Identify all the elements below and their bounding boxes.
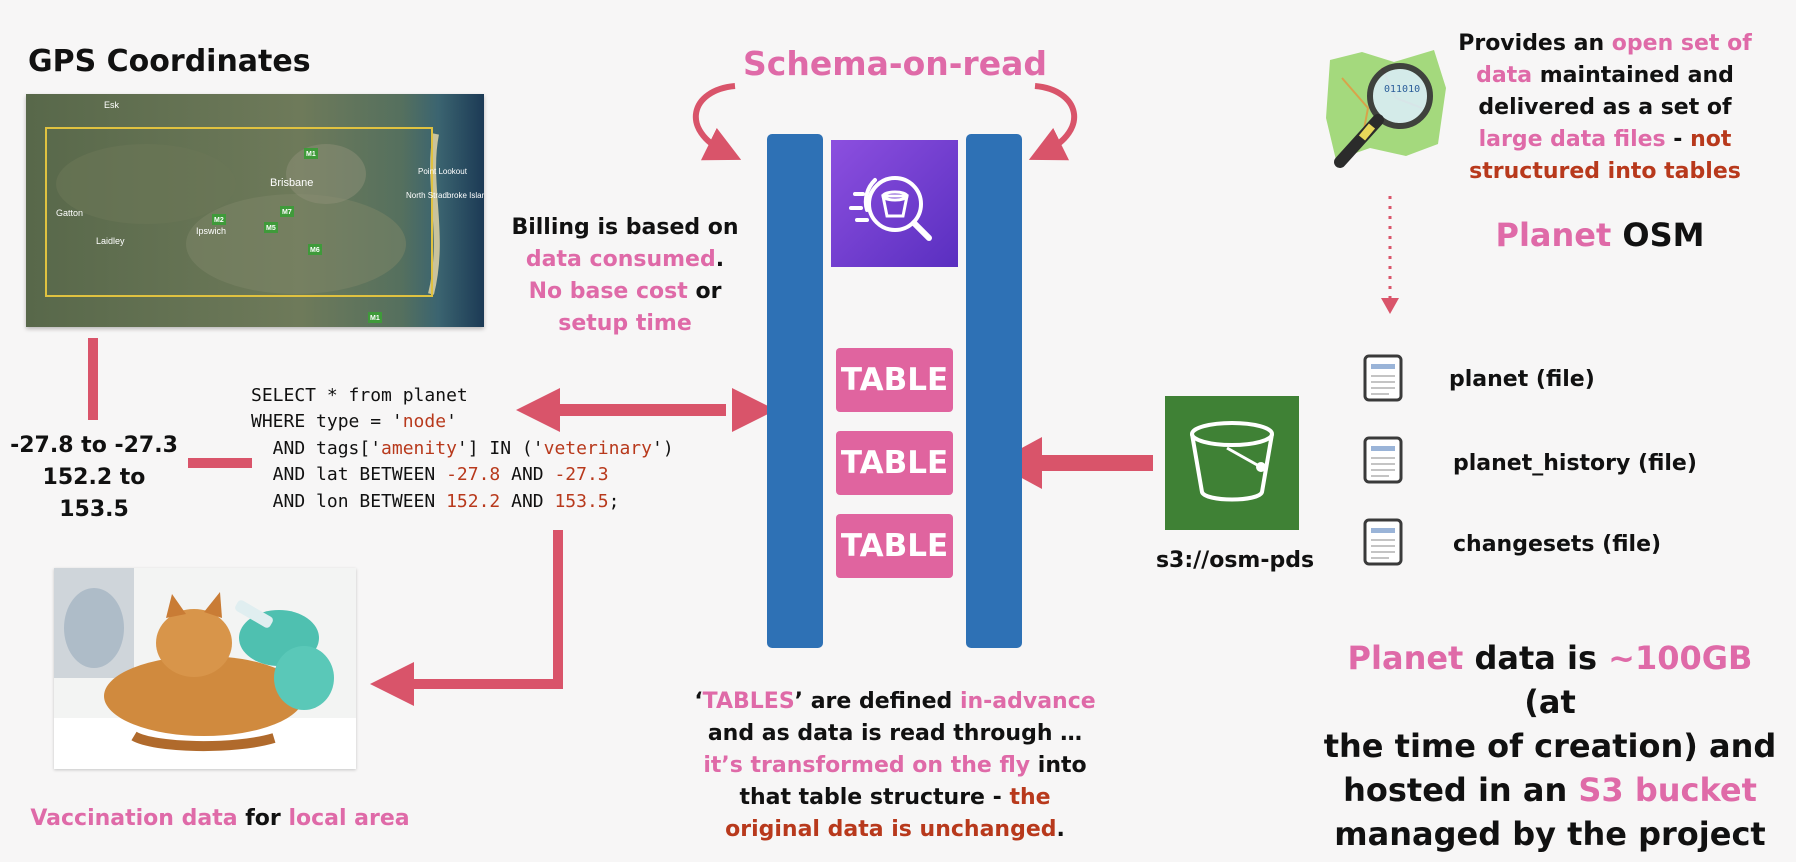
svg-text:011010: 011010 xyxy=(1384,84,1420,95)
tables-explanation: ‘TABLES’ are defined in-advance and as d… xyxy=(694,689,1096,842)
right-pillar xyxy=(966,134,1022,648)
table-block: TABLE xyxy=(836,348,953,412)
s3-bucket-icon xyxy=(1165,396,1299,530)
map-label: Gatton xyxy=(56,208,83,218)
sql-line: SELECT * from planet xyxy=(251,385,468,406)
gps-coordinates-title: GPS Coordinates xyxy=(28,44,311,79)
map-label: North Stradbroke Island xyxy=(406,191,484,200)
osm-map-magnifier-icon: 011010 xyxy=(1326,50,1446,168)
file-icon xyxy=(1363,354,1403,402)
file-icon xyxy=(1363,518,1403,566)
left-pillar xyxy=(767,134,823,648)
sql-line: AND tags['amenity'] IN ('veterinary') xyxy=(251,437,674,459)
planet-osm-title: Planet OSM xyxy=(1495,216,1705,254)
athena-icon xyxy=(831,140,958,267)
map-label: Point Lookout xyxy=(418,167,468,176)
road-badge: M1 xyxy=(306,151,316,158)
file-label: planet (file) xyxy=(1449,367,1595,392)
osm-description: Provides an open set of data maintained … xyxy=(1458,31,1752,184)
query-to-results-arrow xyxy=(370,530,563,706)
planet-data-note: Planet data is ~100GB (at the time of cr… xyxy=(1323,639,1777,853)
schema-left-curve-arrow xyxy=(692,83,742,161)
satellite-map-image: Esk Brisbane Gatton Laidley Ipswich Poin… xyxy=(26,94,484,327)
map-label: Brisbane xyxy=(270,177,313,189)
vaccination-caption: Vaccination data for local area xyxy=(30,806,410,831)
map-label: Esk xyxy=(104,100,120,110)
file-icon xyxy=(1363,436,1403,484)
road-badge: M5 xyxy=(266,225,276,232)
latitude-range: -27.8 to -27.3 xyxy=(10,433,178,458)
sql-line: AND lon BETWEEN 152.2 AND 153.5; xyxy=(251,490,620,512)
file-label: changesets (file) xyxy=(1453,532,1662,557)
map-label: Laidley xyxy=(96,236,125,246)
longitude-range: 152.2 to 153.5 xyxy=(42,465,146,522)
road-badge: M1 xyxy=(370,315,380,322)
map-label: Ipswich xyxy=(196,226,226,236)
s3-path-label: s3://osm-pds xyxy=(1155,548,1315,573)
vaccination-photo xyxy=(54,568,356,769)
road-badge: M7 xyxy=(282,209,292,216)
coordinate-ranges: -27.8 to -27.3 152.2 to 153.5 xyxy=(10,430,178,526)
schema-on-read-title: Schema-on-read xyxy=(743,44,1047,83)
table-block: TABLE xyxy=(836,514,953,578)
billing-note: Billing is based on data consumed. No ba… xyxy=(511,215,739,336)
osm-to-files-dotted-arrow xyxy=(1381,196,1399,314)
table-block: TABLE xyxy=(836,431,953,495)
query-athena-double-arrow xyxy=(516,388,776,432)
sql-line: AND lat BETWEEN -27.8 AND -27.3 xyxy=(251,464,609,486)
road-badge: M2 xyxy=(214,217,224,224)
schema-right-curve-arrow xyxy=(1028,83,1078,161)
sql-line: WHERE type = 'node' xyxy=(251,411,457,433)
file-label: planet_history (file) xyxy=(1453,451,1697,476)
road-badge: M6 xyxy=(310,247,320,254)
